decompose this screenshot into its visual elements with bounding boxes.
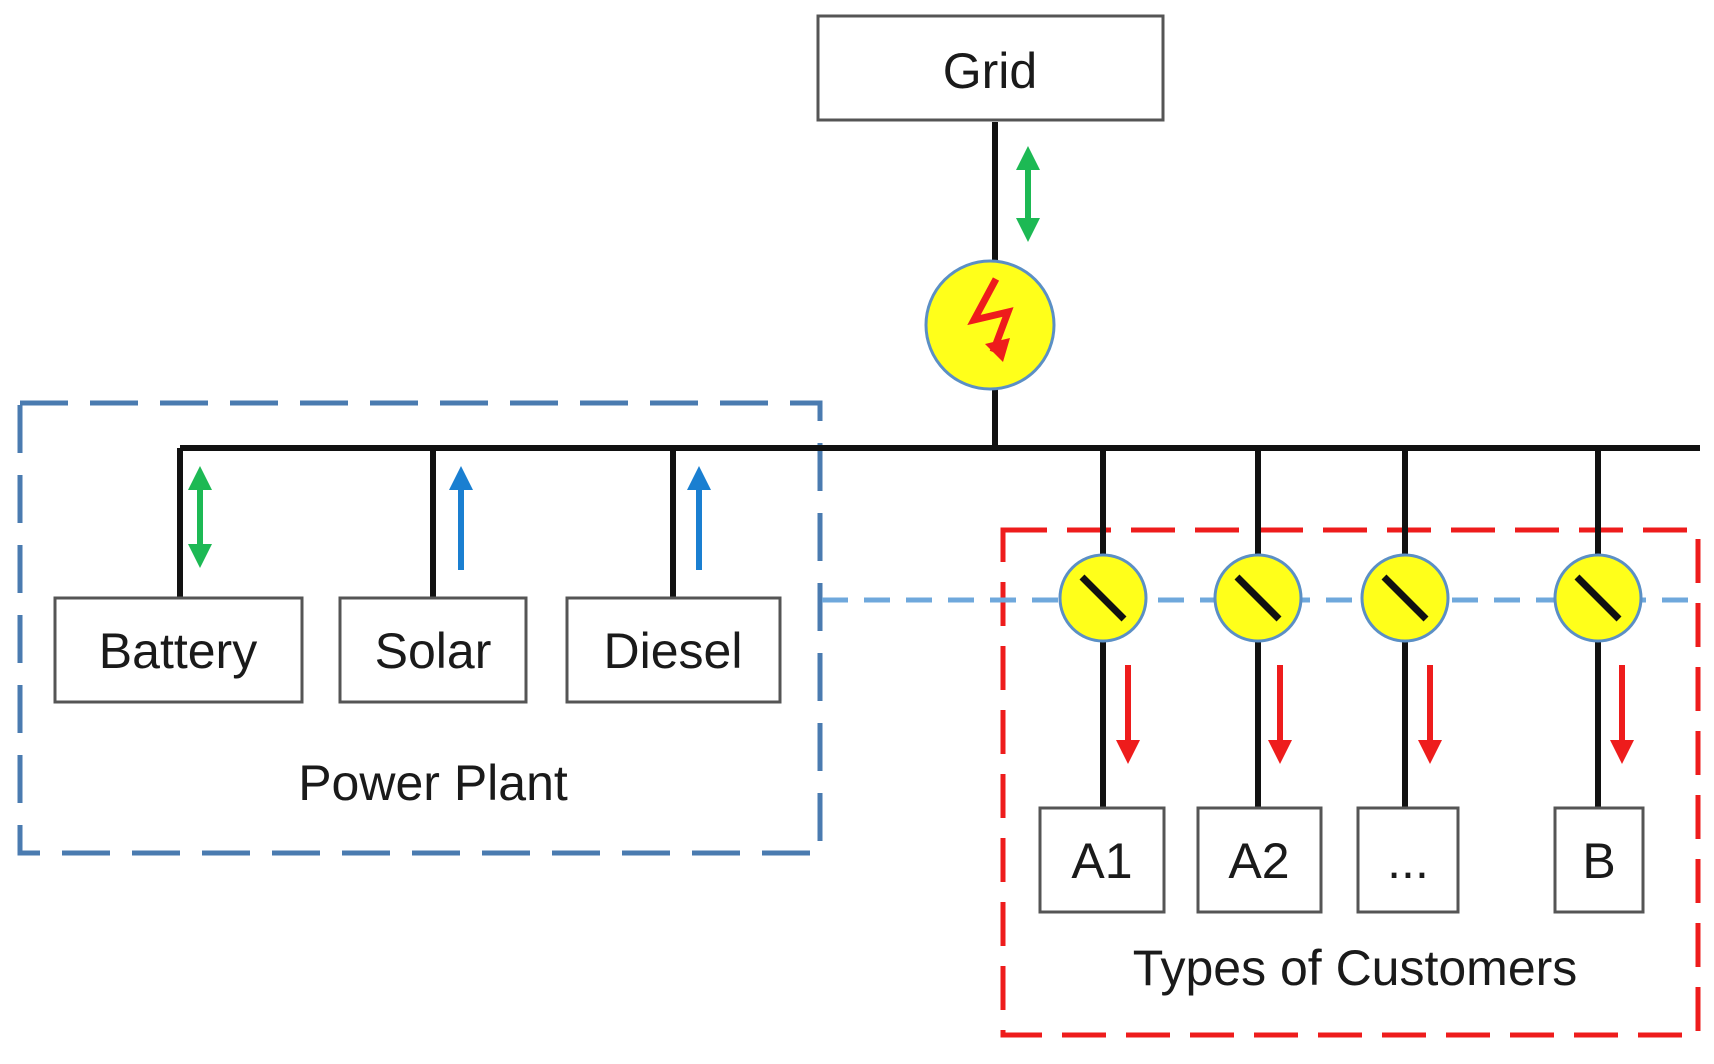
customers-label: Types of Customers <box>1133 940 1578 996</box>
customer-b-label: B <box>1582 833 1615 889</box>
grid-label: Grid <box>943 43 1037 99</box>
customer-meter-a1[interactable] <box>1058 553 1148 643</box>
customer-meter-a2[interactable] <box>1213 553 1303 643</box>
grid-node[interactable]: Grid <box>816 14 1165 122</box>
customer-etc-label: ... <box>1387 833 1429 889</box>
solar-label: Solar <box>375 623 492 679</box>
customer-meter-etc[interactable] <box>1360 553 1450 643</box>
battery-label: Battery <box>99 623 257 679</box>
customer-a2-label: A2 <box>1228 833 1289 889</box>
diesel-node[interactable]: Diesel <box>565 596 782 704</box>
switch-icon <box>1234 574 1282 622</box>
customers-group-border <box>1000 527 1701 1038</box>
solar-node[interactable]: Solar <box>338 596 528 704</box>
customer-etc-node[interactable]: ... <box>1356 806 1460 914</box>
customer-a1-label: A1 <box>1071 833 1132 889</box>
customer-a2-node[interactable]: A2 <box>1196 806 1323 914</box>
customer-meter-b[interactable] <box>1553 553 1643 643</box>
power-plant-label: Power Plant <box>298 755 568 811</box>
diesel-label: Diesel <box>604 623 743 679</box>
lightning-bolt-icon <box>967 277 1014 354</box>
switch-icon <box>1574 574 1622 622</box>
customer-a1-node[interactable]: A1 <box>1038 806 1166 914</box>
customer-b-node[interactable]: B <box>1553 806 1645 914</box>
switch-icon <box>1079 574 1127 622</box>
grid-meter[interactable] <box>924 259 1056 391</box>
switch-icon <box>1381 574 1429 622</box>
power-plant-group-border <box>17 400 823 856</box>
battery-node[interactable]: Battery <box>53 596 304 704</box>
